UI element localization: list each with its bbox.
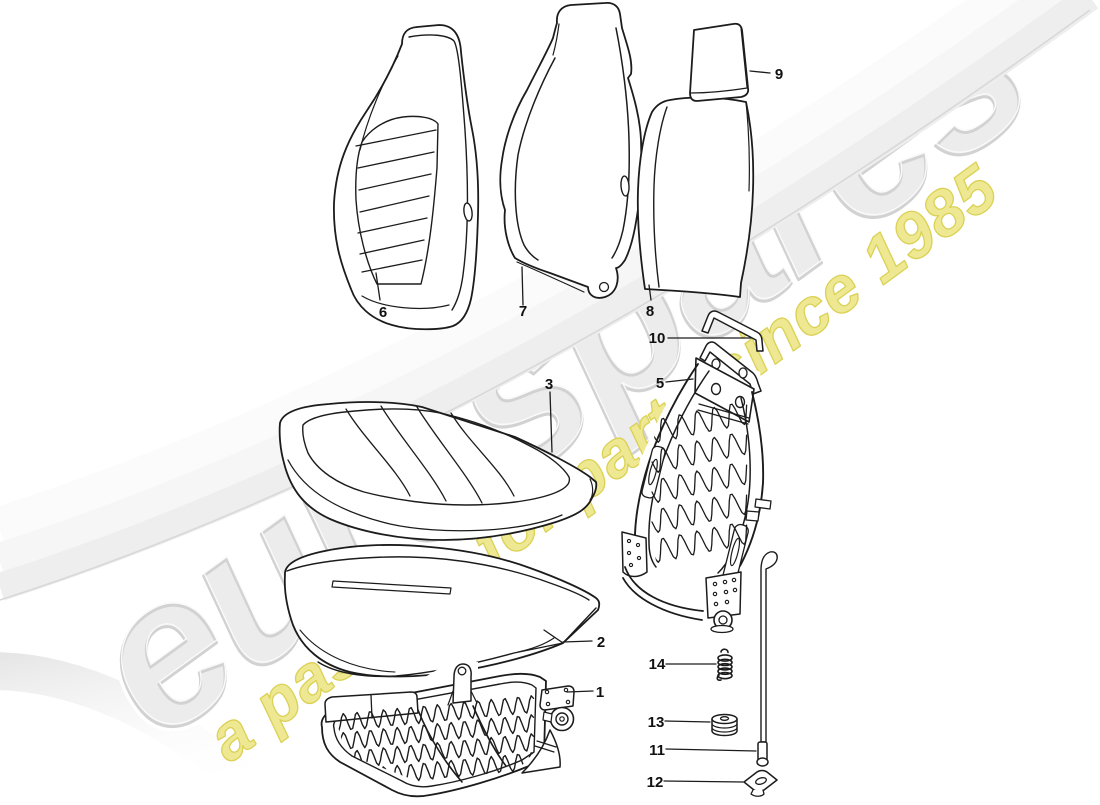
svg-text:13: 13	[648, 714, 665, 731]
svg-text:1: 1	[596, 684, 604, 701]
svg-text:9: 9	[775, 66, 783, 83]
svg-text:3: 3	[545, 376, 553, 393]
svg-text:10: 10	[649, 330, 666, 347]
svg-text:6: 6	[379, 304, 387, 321]
svg-text:11: 11	[649, 742, 665, 759]
svg-text:8: 8	[646, 303, 654, 320]
svg-text:12: 12	[647, 774, 664, 791]
svg-text:2: 2	[597, 634, 605, 651]
svg-text:7: 7	[519, 303, 527, 320]
svg-text:14: 14	[649, 656, 666, 673]
svg-text:5: 5	[656, 375, 664, 392]
